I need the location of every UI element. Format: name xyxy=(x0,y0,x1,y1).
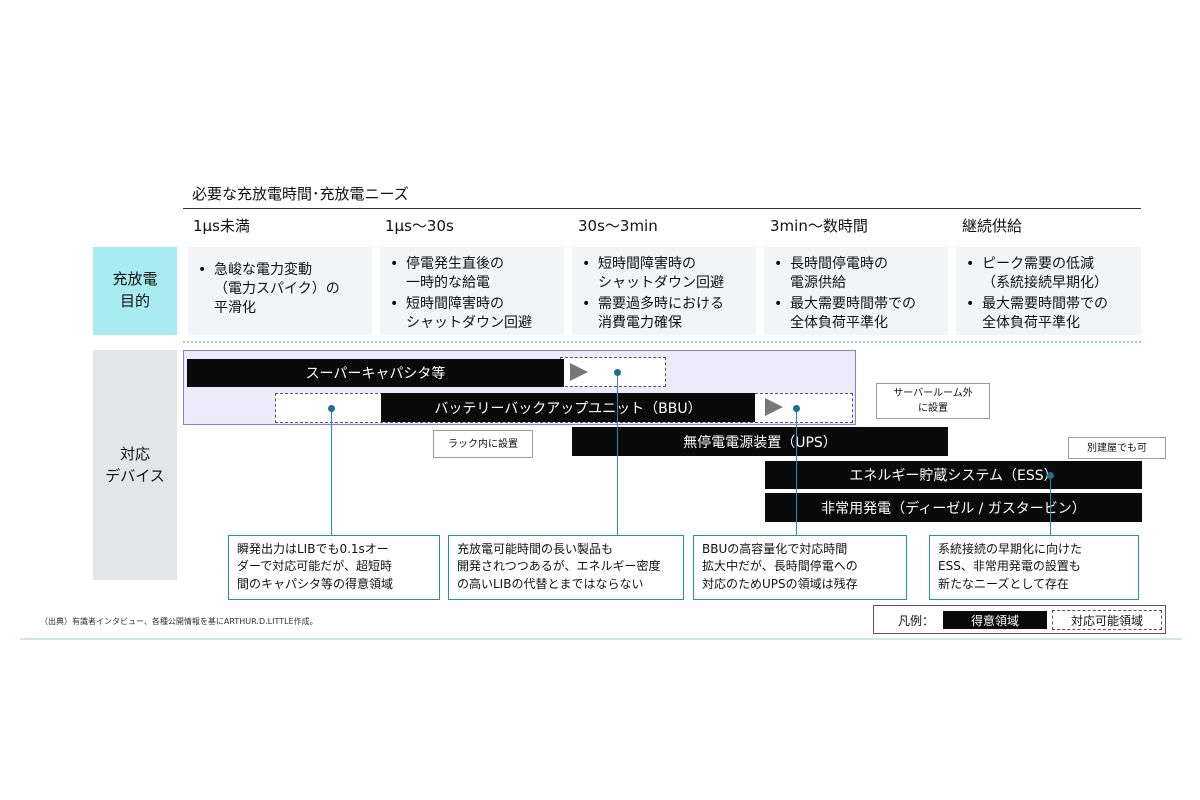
row-divider xyxy=(183,341,1141,343)
legend-label: 凡例： xyxy=(898,614,935,628)
server-room-callout: サーバールーム外 に設置 xyxy=(876,383,990,419)
connector-dot xyxy=(1047,472,1054,479)
purpose-bullet: 長時間停電時の 電源供給 xyxy=(772,255,942,293)
rack-install-callout: ラック内に設置 xyxy=(433,430,533,458)
purpose-bullet: 最大需要時間帯での 全体負荷平準化 xyxy=(964,295,1135,333)
purpose-cell-2: 停電発生直後の 一時的な給電 短時間障害時の シャットダウン回避 xyxy=(380,247,564,335)
column-header-2: 1μs～30s xyxy=(385,217,454,235)
purpose-bullet: ピーク需要の低減 （系統接続早期化） xyxy=(964,255,1135,293)
connector-line xyxy=(331,409,332,535)
column-header-1: 1μs未満 xyxy=(193,217,250,235)
purpose-bullet: 最大需要時間帯での 全体負荷平準化 xyxy=(772,295,942,333)
source-note: （出典）有識者インタビュー、各種公開情報を基にARTHUR.D.LITTLE作成… xyxy=(40,617,318,626)
connector-dot xyxy=(793,405,800,412)
purpose-bullet: 短時間障害時の シャットダウン回避 xyxy=(580,255,750,293)
connector-line xyxy=(796,409,797,535)
legend-strong-swatch: 得意領域 xyxy=(943,611,1047,629)
diagram-title: 必要な充放電時間･充放電ニーズ xyxy=(192,185,409,203)
column-header-4: 3min～数時間 xyxy=(770,217,868,235)
note-bbu-lib: 充放電可能時間の長い製品も 開発されつつあるが、エネルギー密度 の高いLIBの代… xyxy=(448,535,684,600)
note-ups: BBUの高容量化で対応時間 拡大中だが、長時間停電への 対応のためUPSの領域は… xyxy=(693,535,907,600)
purpose-bullet: 短時間障害時の シャットダウン回避 xyxy=(388,295,558,333)
column-header-5: 継続供給 xyxy=(962,217,1023,235)
legend-possible-swatch: 対応可能領域 xyxy=(1052,610,1162,630)
purpose-cell-3: 短時間障害時の シャットダウン回避 需要過多時における 消費電力確保 xyxy=(572,247,756,335)
note-supercap: 瞬発出力はLIBでも0.1sオー ダーで対応可能だが、超短時 間のキャパシタ等の… xyxy=(228,535,440,600)
bbu-bar: バッテリーバックアップユニット（BBU） xyxy=(381,393,755,422)
arrow-right-icon xyxy=(570,363,588,381)
purpose-row-label-text: 充放電 目的 xyxy=(112,270,158,310)
connector-line xyxy=(1050,476,1051,535)
connector-line xyxy=(617,373,618,535)
purpose-cell-4: 長時間停電時の 電源供給 最大需要時間帯での 全体負荷平準化 xyxy=(764,247,948,335)
purpose-bullet: 急峻な電力変動 （電力スパイク）の 平滑化 xyxy=(196,261,366,318)
purpose-cell-1: 急峻な電力変動 （電力スパイク）の 平滑化 xyxy=(188,247,372,335)
purpose-row-label: 充放電 目的 xyxy=(93,247,177,335)
column-header-3: 30s～3min xyxy=(578,217,658,235)
connector-dot xyxy=(328,405,335,412)
purpose-bullet: 需要過多時における 消費電力確保 xyxy=(580,295,750,333)
arrow-right-icon xyxy=(765,398,783,416)
separate-building-callout: 別建屋でも可 xyxy=(1068,437,1166,459)
purpose-cell-5: ピーク需要の低減 （系統接続早期化） 最大需要時間帯での 全体負荷平準化 xyxy=(956,247,1141,335)
header-divider xyxy=(183,208,1141,209)
note-ess: 系統接続の早期化に向けた ESS、非常用発電の設置も 新たなニーズとして存在 xyxy=(929,535,1139,600)
connector-dot xyxy=(614,369,621,376)
ess-bar: エネルギー貯蔵システム（ESS） xyxy=(765,461,1142,489)
bottom-divider xyxy=(20,638,1182,640)
device-row-label-text: 対応 デバイス xyxy=(105,444,165,486)
purpose-bullet: 停電発生直後の 一時的な給電 xyxy=(388,255,558,293)
generator-bar: 非常用発電（ディーゼル / ガスタービン） xyxy=(765,493,1142,522)
ups-bar: 無停電電源装置（UPS） xyxy=(572,427,948,456)
supercap-bar: スーパーキャパシタ等 xyxy=(187,359,564,387)
device-row-label: 対応 デバイス xyxy=(93,350,177,580)
